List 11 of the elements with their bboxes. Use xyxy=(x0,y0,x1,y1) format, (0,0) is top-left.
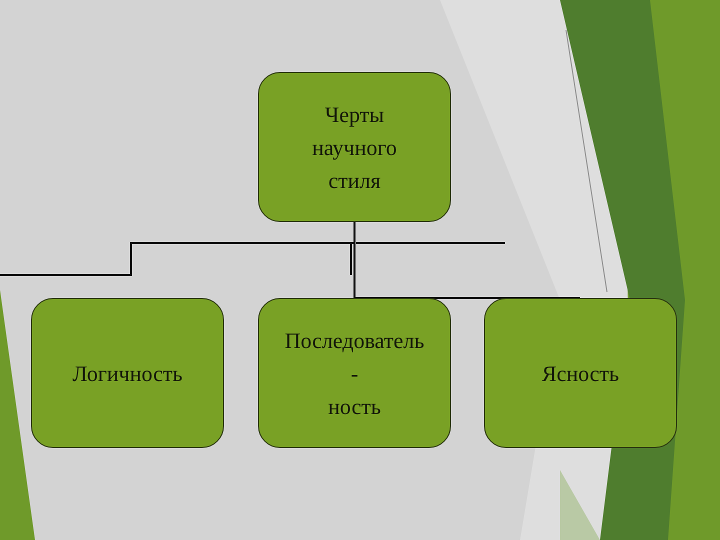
box-label: Логичность xyxy=(72,360,182,388)
box-label: Ясность xyxy=(542,360,620,388)
connector-line xyxy=(354,297,580,299)
rounded-box xyxy=(258,72,451,222)
connector-line xyxy=(0,242,354,276)
connector-line xyxy=(354,222,356,298)
rounded-box xyxy=(258,298,451,448)
box-label: Черты научного стиля xyxy=(312,100,397,194)
box-label: Последователь - ность xyxy=(284,326,424,420)
rounded-box xyxy=(484,298,677,448)
rounded-box xyxy=(31,298,224,448)
